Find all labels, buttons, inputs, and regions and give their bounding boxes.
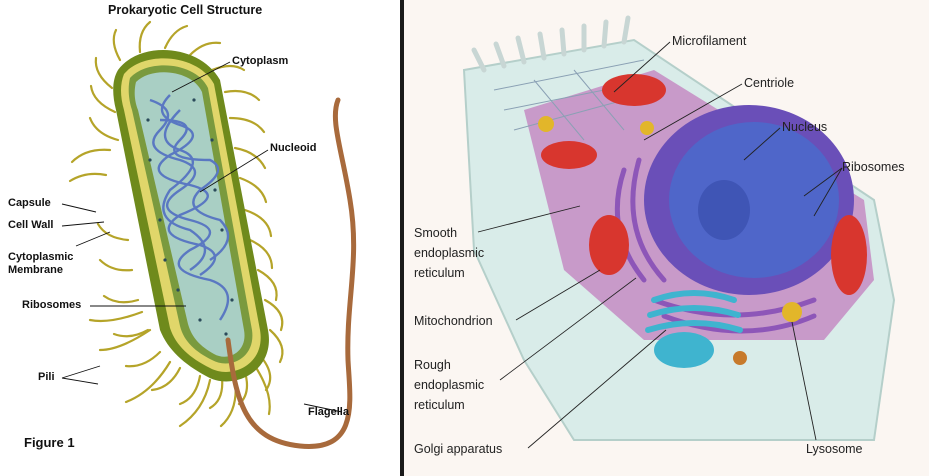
nucleus-interior [669, 122, 839, 278]
label-ribosomes-eukaryote: Ribosomes [842, 160, 905, 174]
eukaryotic-cell-illustration [404, 0, 929, 476]
label-nucleus: Nucleus [782, 120, 827, 134]
mitochondrion-2 [541, 141, 597, 169]
prokaryote-title: Prokaryotic Cell Structure [108, 3, 262, 17]
figure-caption: Figure 1 [24, 436, 75, 451]
label-cytoplasmic-membrane-line2: Membrane [8, 264, 63, 277]
label-smooth-er-line2: endoplasmic [414, 246, 484, 260]
label-smooth-er-line3: reticulum [414, 266, 465, 280]
label-rough-er-line2: endoplasmic [414, 378, 484, 392]
label-rough-er-line3: reticulum [414, 398, 465, 412]
label-lysosome: Lysosome [806, 442, 863, 456]
label-pili: Pili [38, 371, 55, 384]
vesicle [733, 351, 747, 365]
label-rough-er-line1: Rough [414, 358, 451, 372]
eukaryotic-cell-panel: Microfilament Centriole Nucleus Ribosome… [404, 0, 929, 476]
label-centriole: Centriole [744, 76, 794, 90]
nucleolus [698, 180, 750, 240]
golgi-vesicle-cluster [654, 332, 714, 368]
label-smooth-er-line1: Smooth [414, 226, 457, 240]
label-cytoplasm: Cytoplasm [232, 55, 288, 68]
label-ribosomes-prokaryote: Ribosomes [22, 299, 81, 312]
label-cytoplasmic-membrane-line1: Cytoplasmic [8, 251, 73, 264]
mitochondrion-1 [602, 74, 666, 106]
label-nucleoid: Nucleoid [270, 142, 316, 155]
label-cell-wall: Cell Wall [8, 219, 53, 232]
label-golgi-apparatus: Golgi apparatus [414, 442, 502, 456]
prokaryotic-cell-panel: Prokaryotic Cell Structure Cytoplasm Nuc… [0, 0, 400, 476]
mitochondrion-3 [589, 215, 629, 275]
mitochondrion-4 [831, 215, 867, 295]
label-microfilament: Microfilament [672, 34, 746, 48]
label-flagella: Flagella [308, 406, 349, 419]
label-mitochondrion: Mitochondrion [414, 314, 493, 328]
label-capsule: Capsule [8, 197, 51, 210]
prokaryotic-cell-illustration [0, 0, 400, 476]
